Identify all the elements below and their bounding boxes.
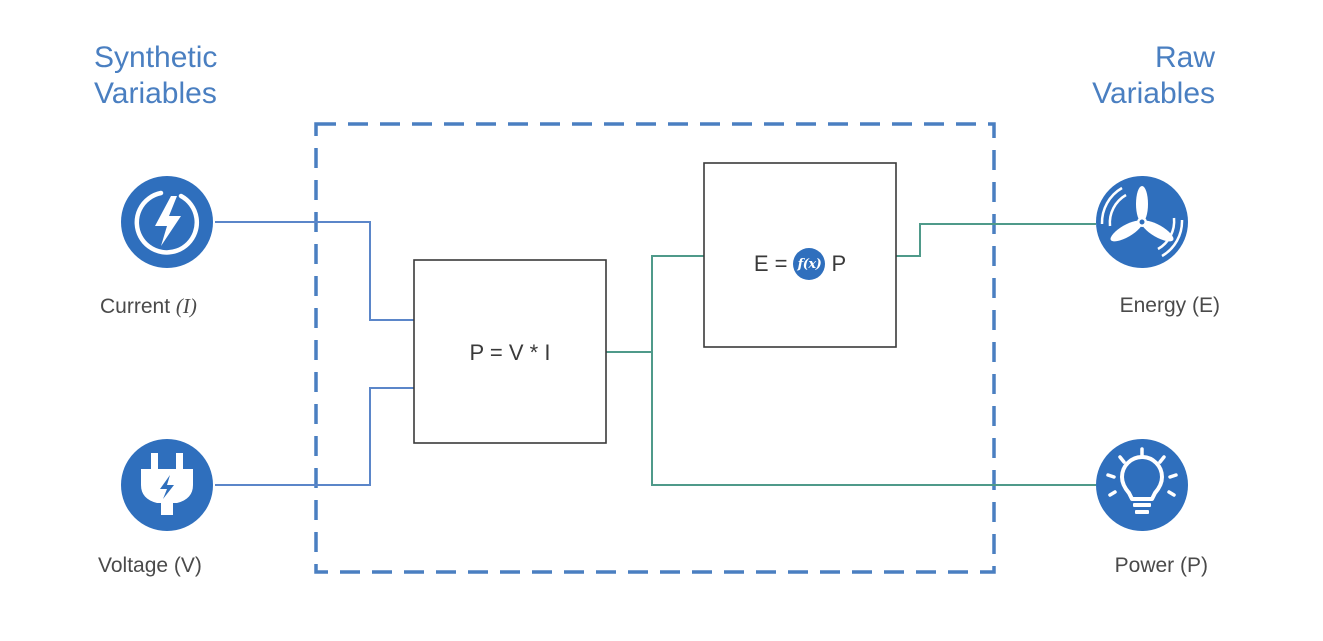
synthetic-variables-heading: Synthetic Variables <box>94 40 217 112</box>
function-icon: f(x) <box>793 248 826 280</box>
light-bulb-icon <box>1096 439 1188 531</box>
energy-box-input-connector <box>651 255 704 352</box>
raw-variables-heading: Raw Variables <box>1092 40 1215 112</box>
synthetic-heading-line1: Synthetic <box>94 41 218 74</box>
current-label: Current (I) <box>100 294 250 319</box>
energy-output-connector <box>896 223 1096 257</box>
current-label-text: Current <box>100 295 176 318</box>
computation-boundary <box>314 122 996 574</box>
lightning-bolt-icon <box>121 176 213 268</box>
raw-heading-line2: Variables <box>1092 77 1215 110</box>
current-symbol: (I) <box>175 294 197 318</box>
synthetic-heading-line2: Variables <box>94 77 217 110</box>
raw-heading-line1: Raw <box>1154 41 1215 74</box>
wind-turbine-icon <box>1096 176 1188 268</box>
energy-formula-lhs: E = <box>753 251 788 276</box>
voltage-connector <box>215 387 414 486</box>
energy-formula-rhs: P <box>831 251 847 276</box>
power-label: Power (P) <box>1114 554 1208 577</box>
power-output-connector <box>651 352 1096 486</box>
current-connector <box>215 221 414 321</box>
energy-label: Energy (E) <box>1119 294 1220 317</box>
plug-icon <box>121 439 213 531</box>
power-formula-box <box>413 259 607 444</box>
voltage-label: Voltage (V) <box>98 554 202 577</box>
energy-formula: E = f(x) P <box>704 244 896 284</box>
power-formula: P = V * I <box>469 340 551 365</box>
